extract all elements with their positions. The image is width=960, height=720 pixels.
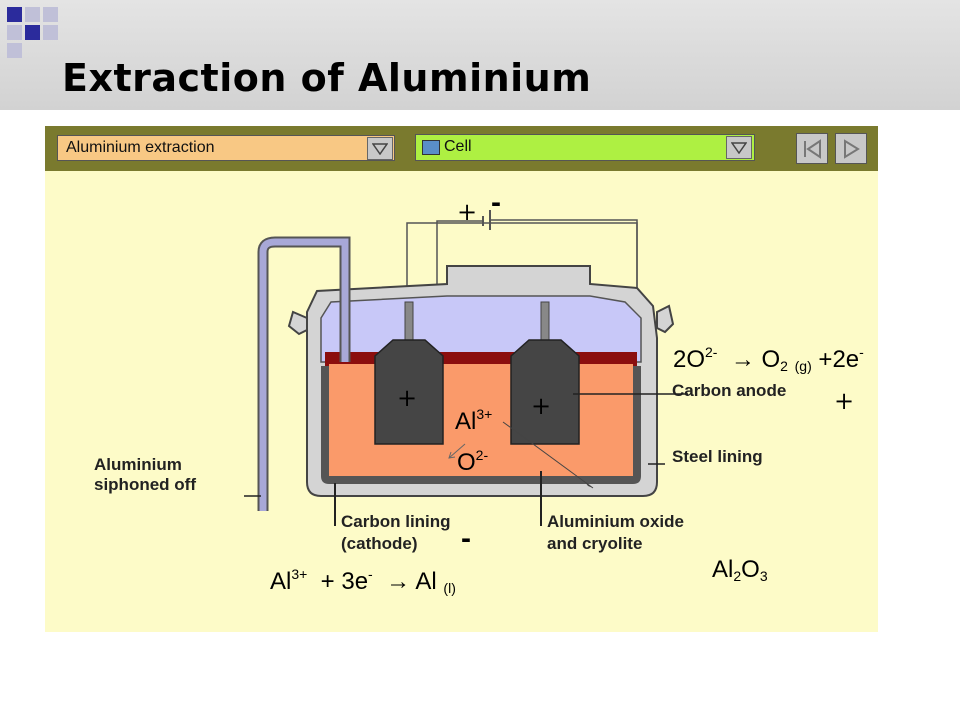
page-title: Extraction of Aluminium	[62, 56, 592, 100]
anode-equation-positive-sign: +	[834, 387, 855, 415]
carbon-anode-label: Carbon anode	[672, 381, 787, 400]
steel-lining-label: Steel lining	[672, 447, 763, 466]
topic-select[interactable]: Aluminium extraction	[57, 135, 395, 161]
siphon-label-line2: siphoned off	[94, 475, 196, 494]
anode-positive-sign: +	[531, 392, 552, 420]
carbon-lining-label-line2: (cathode)	[341, 534, 418, 553]
decor-square	[7, 43, 22, 58]
cell-icon	[422, 140, 440, 155]
decor-square	[7, 25, 22, 40]
cathode-half-equation: Al3+ + 3e- → Al (l)	[270, 566, 456, 596]
cathode-negative-sign: -	[461, 522, 471, 555]
view-select[interactable]: Cell	[415, 134, 755, 161]
decor-square	[43, 25, 58, 40]
simulation-panel: Aluminium extraction Cell	[45, 126, 878, 632]
decor-square	[43, 7, 58, 22]
carbon-lining-label-line1: Carbon lining	[341, 512, 451, 531]
battery-negative-sign: -	[491, 186, 501, 219]
skip-back-icon	[804, 138, 821, 159]
aluminium-ion-label: Al3+	[455, 406, 493, 435]
battery-positive-sign: +	[457, 198, 478, 226]
next-button[interactable]	[835, 133, 867, 164]
anode-positive-sign: +	[397, 384, 418, 412]
decor-square	[25, 7, 40, 22]
title-band	[0, 0, 960, 110]
siphon-label-line1: Aluminium	[94, 455, 182, 474]
anode-half-equation: 2O2- → O2 (g) +2e-	[673, 344, 864, 374]
previous-button[interactable]	[796, 133, 828, 164]
chevron-down-icon[interactable]	[367, 137, 393, 160]
topic-select-value: Aluminium extraction	[66, 139, 215, 156]
toolbar: Aluminium extraction Cell	[45, 126, 878, 171]
play-icon	[844, 138, 860, 159]
decor-square	[7, 7, 22, 22]
electrolyte-label-line2: and cryolite	[547, 534, 643, 553]
electrolysis-cell-diagram	[244, 210, 688, 526]
aluminium-oxide-formula: Al2O3	[712, 556, 768, 584]
chevron-down-icon[interactable]	[726, 136, 752, 159]
decor-square	[25, 25, 40, 40]
oxide-ion-label: O2-	[457, 447, 489, 476]
view-select-value: Cell	[444, 138, 472, 155]
electrolyte-label-line1: Aluminium oxide	[547, 512, 684, 531]
